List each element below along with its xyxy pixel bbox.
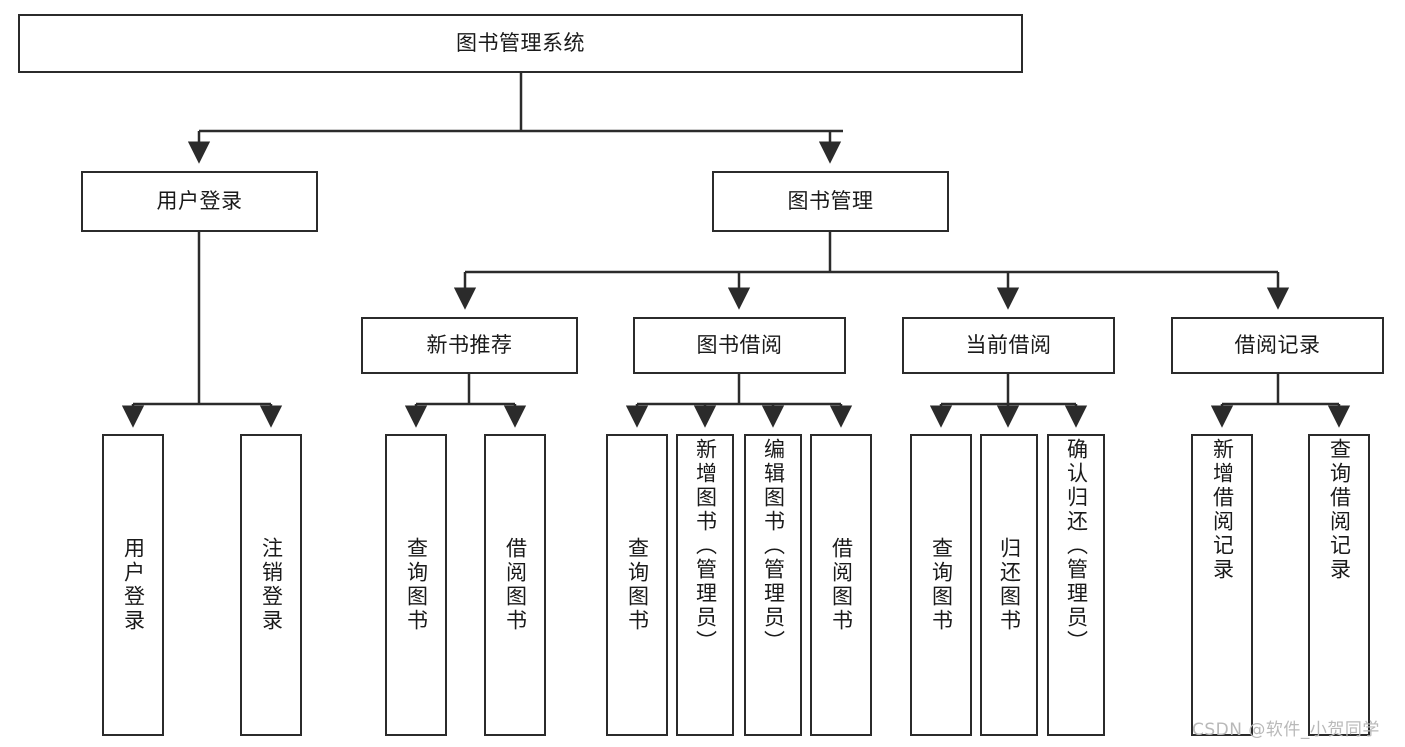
leaf-query-book-newbook[interactable]: 查询图书 (385, 434, 447, 736)
leaf-user-login[interactable]: 用户登录 (102, 434, 164, 736)
leaf-query-borrow-record[interactable]: 查询借阅记录 (1308, 434, 1370, 736)
node-new-book-recommend-label: 新书推荐 (426, 332, 513, 357)
leaf-query-book-current-label: 查询图书 (929, 537, 954, 633)
leaf-logout-label: 注销登录 (259, 537, 284, 633)
node-book-management-label: 图书管理 (787, 188, 874, 213)
node-book-borrow[interactable]: 图书借阅 (633, 317, 846, 374)
leaf-borrow-book-newbook-label: 借阅图书 (503, 537, 528, 633)
node-borrow-record[interactable]: 借阅记录 (1171, 317, 1384, 374)
leaf-add-borrow-record[interactable]: 新增借阅记录 (1191, 434, 1253, 736)
leaf-add-book-admin[interactable]: 新增图书（管理员） (676, 434, 734, 736)
node-root[interactable]: 图书管理系统 (18, 14, 1023, 73)
leaf-user-login-label: 用户登录 (121, 537, 146, 633)
leaf-edit-book-admin[interactable]: 编辑图书（管理员） (744, 434, 802, 736)
leaf-edit-book-admin-label: 编辑图书（管理员） (761, 438, 786, 654)
leaf-query-book-borrow-label: 查询图书 (625, 537, 650, 633)
leaf-borrow-book-label: 借阅图书 (829, 537, 854, 633)
leaf-confirm-return-admin[interactable]: 确认归还（管理员） (1047, 434, 1105, 736)
node-current-borrow[interactable]: 当前借阅 (902, 317, 1115, 374)
leaf-return-book[interactable]: 归还图书 (980, 434, 1038, 736)
node-new-book-recommend[interactable]: 新书推荐 (361, 317, 578, 374)
leaf-query-book-newbook-label: 查询图书 (404, 537, 429, 633)
node-book-borrow-label: 图书借阅 (696, 332, 783, 357)
leaf-query-book-current[interactable]: 查询图书 (910, 434, 972, 736)
leaf-add-borrow-record-label: 新增借阅记录 (1210, 438, 1235, 582)
node-user-login[interactable]: 用户登录 (81, 171, 318, 232)
leaf-add-book-admin-label: 新增图书（管理员） (693, 438, 718, 654)
node-user-login-label: 用户登录 (156, 188, 243, 213)
leaf-confirm-return-admin-label: 确认归还（管理员） (1064, 438, 1089, 654)
leaf-borrow-book-newbook[interactable]: 借阅图书 (484, 434, 546, 736)
leaf-return-book-label: 归还图书 (997, 537, 1022, 633)
node-borrow-record-label: 借阅记录 (1234, 332, 1321, 357)
node-book-management[interactable]: 图书管理 (712, 171, 949, 232)
csdn-watermark: CSDN @软件_小贺同学 (1192, 720, 1380, 740)
leaf-borrow-book[interactable]: 借阅图书 (810, 434, 872, 736)
node-root-label: 图书管理系统 (456, 30, 585, 55)
leaf-query-borrow-record-label: 查询借阅记录 (1327, 438, 1352, 582)
leaf-query-book-borrow[interactable]: 查询图书 (606, 434, 668, 736)
leaf-logout[interactable]: 注销登录 (240, 434, 302, 736)
node-current-borrow-label: 当前借阅 (965, 332, 1052, 357)
